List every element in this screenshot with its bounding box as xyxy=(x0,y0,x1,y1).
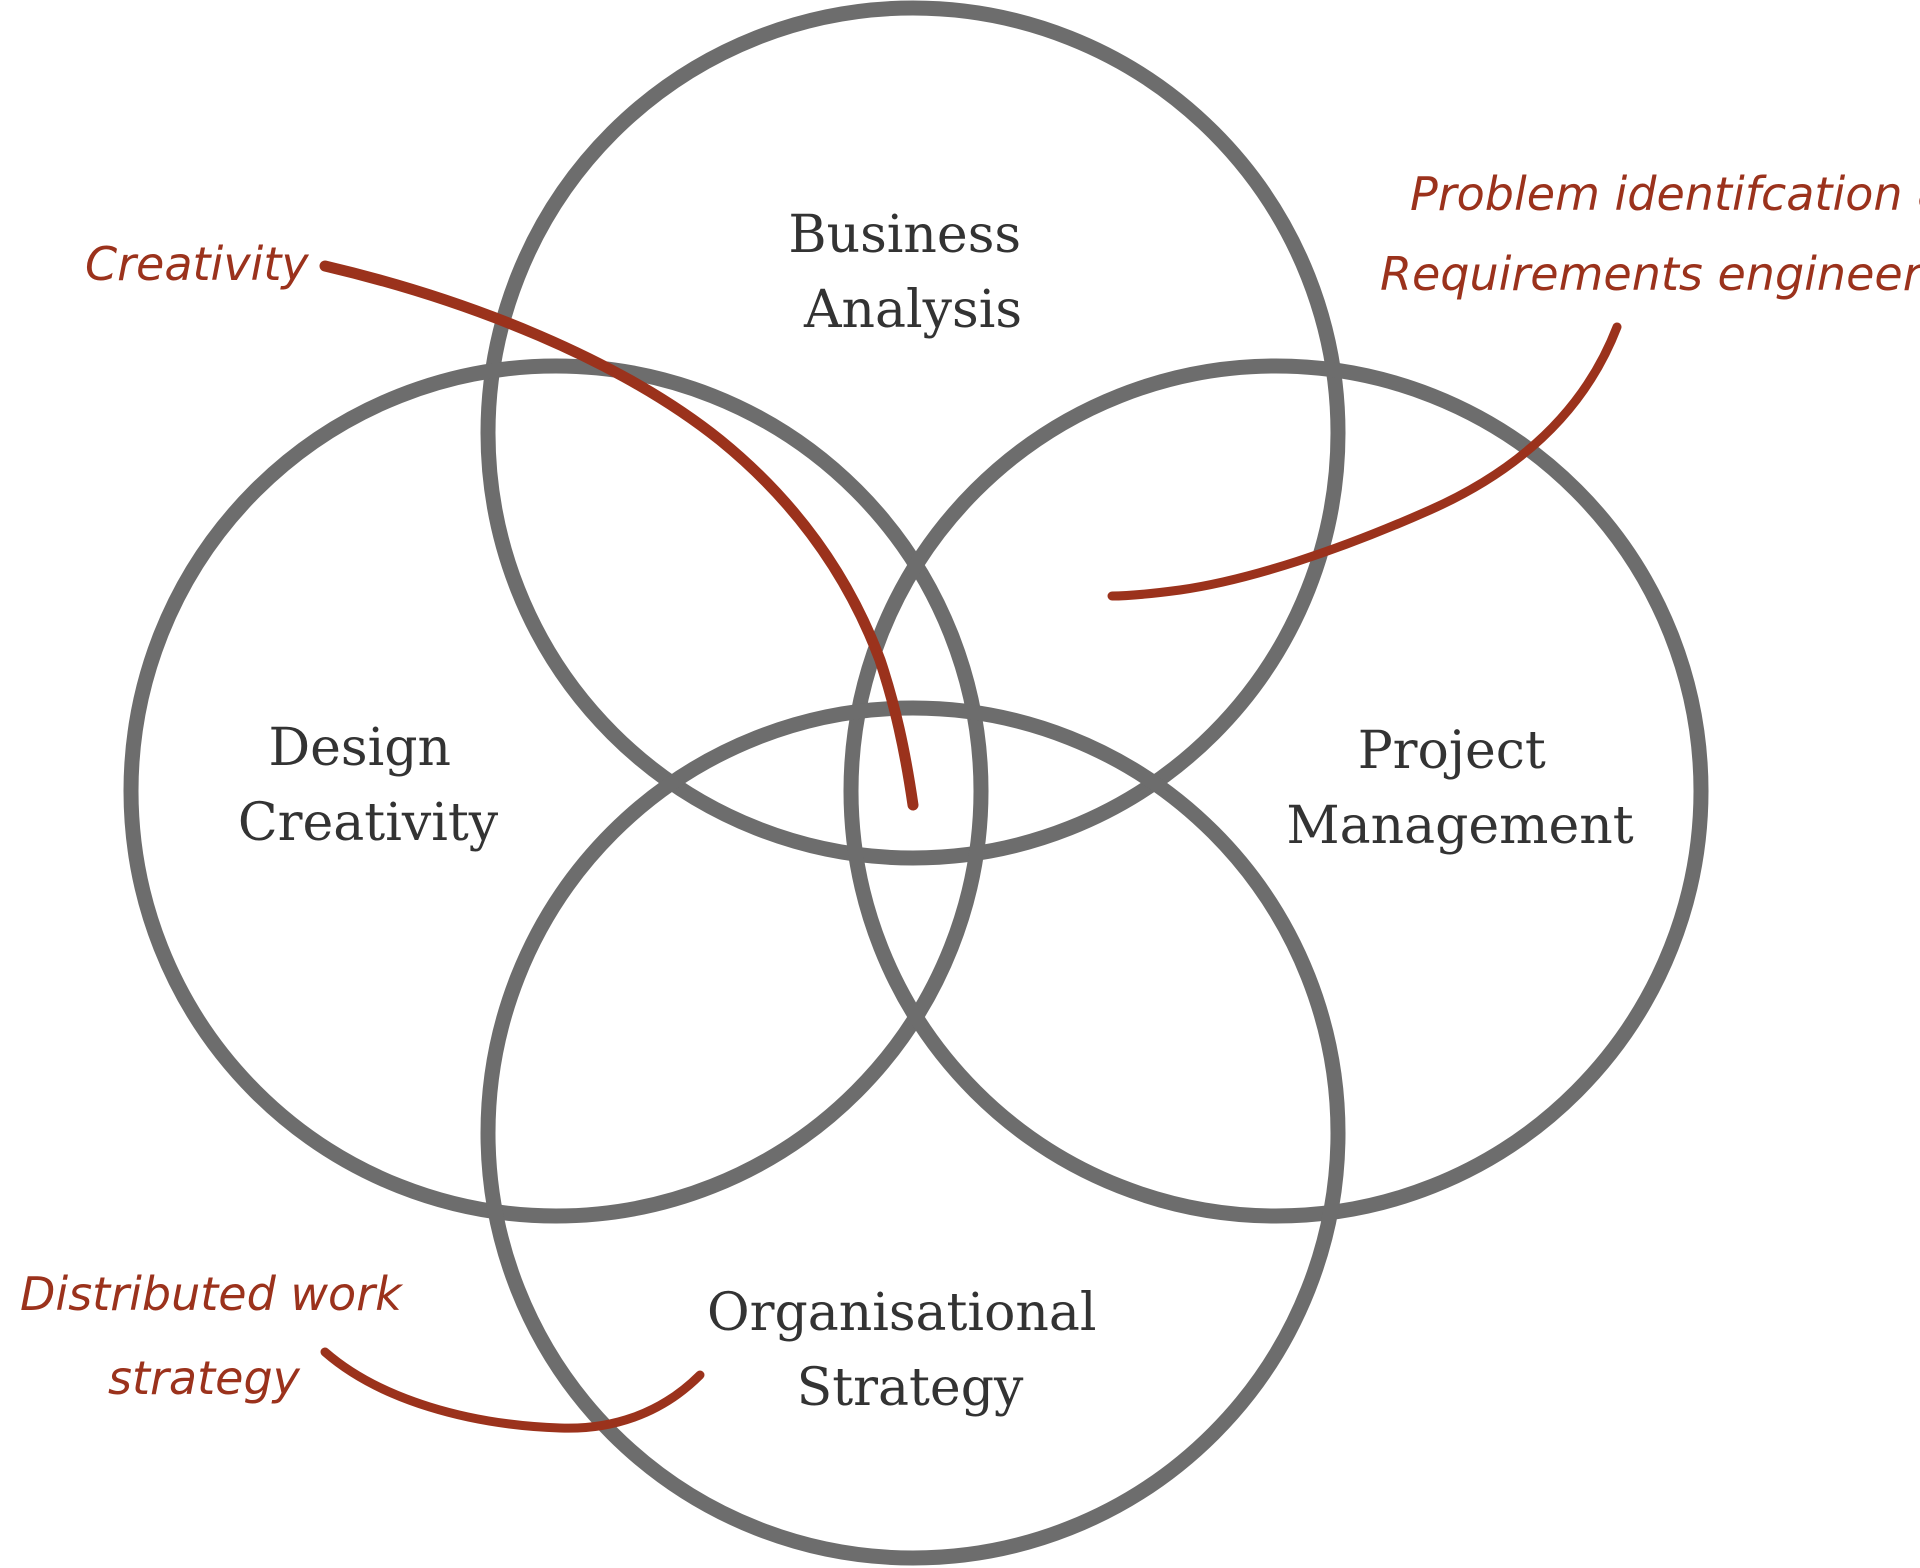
creativity-brush-stroke-tail xyxy=(878,658,915,807)
circle-business-analysis xyxy=(480,0,1346,866)
distributed-brush-stroke xyxy=(320,1347,705,1433)
label-design-creativity: Design Creativity xyxy=(238,718,499,853)
annotation-creativity-line-1: Creativity xyxy=(85,237,309,291)
label-organisational-strategy-line-1: Organisational xyxy=(707,1283,1097,1343)
annotation-distributed-line-1: Distributed work xyxy=(20,1267,404,1321)
label-organisational-strategy-line-2: Strategy xyxy=(797,1358,1024,1418)
label-project-management-line-2: Management xyxy=(1286,796,1633,856)
circle-design-creativity xyxy=(123,358,989,1224)
label-project-management: Project Management xyxy=(1286,721,1633,856)
annotation-distributed-work: Distributed work strategy xyxy=(20,1267,416,1405)
problem-brush-stroke xyxy=(1107,322,1622,601)
annotation-problem-line-2: Requirements engineering xyxy=(1380,247,1920,301)
annotation-distributed-line-2: strategy xyxy=(108,1351,301,1405)
annotation-creativity: Creativity xyxy=(85,237,309,291)
label-organisational-strategy: Organisational Strategy xyxy=(707,1283,1113,1418)
label-project-management-line-1: Project xyxy=(1358,721,1546,781)
label-business-analysis-line-1: Business xyxy=(788,205,1021,265)
label-design-creativity-line-1: Design xyxy=(268,718,451,778)
annotation-problem-identification: Problem identifcation & Requirements eng… xyxy=(1380,167,1920,301)
annotation-problem-line-1: Problem identifcation & xyxy=(1410,167,1920,221)
label-business-analysis: Business Analysis xyxy=(788,205,1037,340)
circle-project-management xyxy=(843,358,1709,1224)
label-design-creativity-line-2: Creativity xyxy=(238,793,499,853)
label-business-analysis-line-2: Analysis xyxy=(803,280,1022,340)
circle-organisational-strategy xyxy=(480,700,1346,1566)
